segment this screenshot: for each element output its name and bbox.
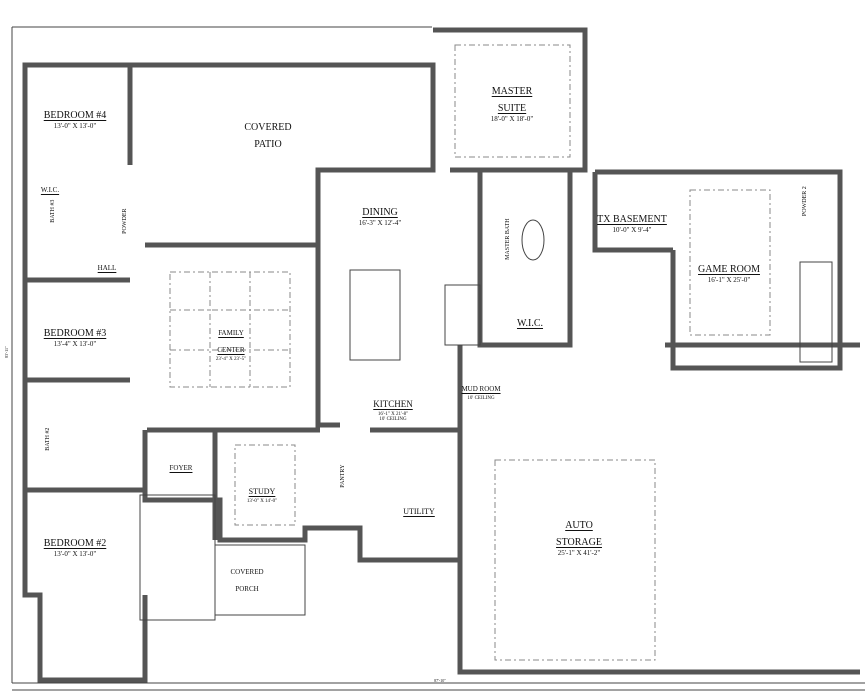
room-name: TX BASEMENT <box>597 214 667 225</box>
room-name: W.I.C. <box>40 186 60 194</box>
room-powder: POWDER <box>121 208 128 234</box>
room-covered-porch: COVERED PORCH <box>227 562 267 596</box>
room-dim: 25'-1" X 41'-2" <box>557 548 601 557</box>
room-dim: 16'-1" X 25'-0" <box>707 275 751 284</box>
room-name: DINING <box>362 207 398 218</box>
room-name: BEDROOM #4 <box>43 110 107 121</box>
overall-depth-dim: 83'-11" <box>3 346 9 358</box>
overall-width-dim: 87'-10" <box>434 678 446 683</box>
room-dim: 18'-0" X 18'-0" <box>490 114 534 123</box>
room-family-center: FAMILY CENTER 23'-4" X 23'-5" <box>211 323 251 362</box>
room-wic: W.I.C. <box>41 180 59 197</box>
room-powder2: POWDER 2 <box>801 186 808 217</box>
room-name: COVERED PATIO <box>244 122 292 150</box>
exterior-walls <box>22 27 860 683</box>
room-utility: UTILITY <box>403 502 435 519</box>
room-bath2: BATH #2 <box>44 427 51 451</box>
room-dim: 13'-4" X 13'-0" <box>53 339 97 348</box>
room-dim: 10' CEILING <box>467 395 495 401</box>
room-study: STUDY 13'-0" X 14'-0" <box>247 482 277 504</box>
room-name: COVERED PORCH <box>230 568 264 593</box>
ceiling-outlines <box>139 44 771 661</box>
room-kitchen: KITCHEN 16'-1" X 21'-8"10' CEILING <box>373 395 413 422</box>
room-name: HALL <box>97 264 117 272</box>
room-dim: 16'-3" X 12'-4" <box>358 218 402 227</box>
room-name: GAME ROOM <box>698 264 760 275</box>
room-dim: 10'-0" X 9'-4" <box>612 225 652 234</box>
stairs <box>444 261 833 363</box>
room-master-bath: MASTER BATH <box>504 218 511 260</box>
room-dim: 13'-0" X 13'-0" <box>53 549 97 558</box>
room-hall: HALL <box>98 258 117 275</box>
master-tub <box>521 219 545 261</box>
room-note: 10' CEILING <box>379 417 407 423</box>
room-covered-patio: COVERED PATIO <box>233 118 303 152</box>
kitchen-island <box>349 269 401 361</box>
room-name: W.I.C. <box>516 318 544 329</box>
room-pantry: PANTRY <box>339 464 346 488</box>
room-name: KITCHEN <box>373 399 413 409</box>
room-dim: 13'-0" X 14'-0" <box>246 498 278 504</box>
room-mud-room: MUD ROOM 10' CEILING <box>461 379 500 401</box>
dimension-lines <box>11 26 865 691</box>
room-name: MASTER SUITE <box>491 86 533 114</box>
room-name: UTILITY <box>403 507 435 516</box>
room-name: BEDROOM #2 <box>43 538 107 549</box>
room-master-wic: W.I.C. <box>517 314 543 331</box>
room-name: STUDY <box>248 487 276 496</box>
room-dim: 13'-0" X 13'-0" <box>53 121 97 130</box>
room-dim: 16'-1" X 21'-8" <box>377 411 409 417</box>
room-name: AUTO STORAGE <box>556 520 602 548</box>
room-name: FOYER <box>169 464 193 472</box>
room-foyer: FOYER <box>170 458 193 475</box>
room-bath3: BATH #3 <box>49 199 56 223</box>
room-name: MUD ROOM <box>461 385 501 393</box>
room-dim: 23'-4" X 23'-5" <box>215 356 247 362</box>
room-name: BEDROOM #3 <box>43 328 107 339</box>
room-name: FAMILY CENTER <box>217 329 245 354</box>
